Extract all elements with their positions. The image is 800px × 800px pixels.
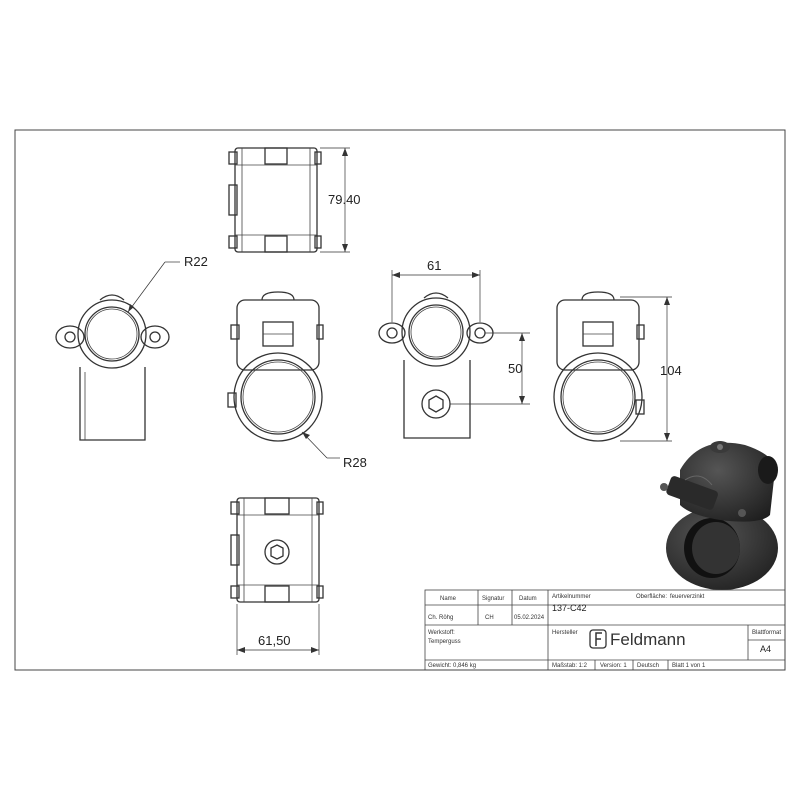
back-view: 61 50 xyxy=(378,258,530,439)
tb-weight: Gewicht: 0,846 kg xyxy=(428,663,476,669)
tb-manufacturer-label: Hersteller xyxy=(552,630,578,636)
tb-surface-value: feuerverzinkt xyxy=(670,594,705,600)
tb-article-label: Artikelnummer xyxy=(552,594,591,600)
left-side-view: R22 xyxy=(55,254,208,441)
dim-height-top: 79.40 xyxy=(328,192,361,207)
dim-radius-large: R28 xyxy=(343,455,367,470)
bottom-view: 61,50 xyxy=(230,497,324,655)
dim-offset: 50 xyxy=(508,361,522,376)
tb-date-header: Datum xyxy=(519,596,537,602)
drawing-frame xyxy=(14,129,786,671)
tb-language: Deutsch xyxy=(637,663,659,669)
feldmann-logo: Feldmann xyxy=(589,629,686,649)
isometric-render xyxy=(660,441,778,590)
tb-sheet-format: A4 xyxy=(760,644,771,654)
tb-sheet: Blatt 1 von 1 xyxy=(672,663,706,669)
tb-sheet-format-label: Blattformat xyxy=(752,630,781,636)
title-block: Name Signatur Datum Ch. Röhg CH 05.02.20… xyxy=(424,589,786,671)
front-view: R28 xyxy=(227,291,367,470)
tb-scale: Maßstab: 1:2 xyxy=(552,663,588,669)
dim-width-bottom: 61,50 xyxy=(258,633,291,648)
dim-height-total: 104 xyxy=(660,363,682,378)
top-view: 79.40 xyxy=(228,147,361,253)
dim-radius-small: R22 xyxy=(184,254,208,269)
tb-signature-header: Signatur xyxy=(482,596,504,602)
right-side-view: 104 xyxy=(553,291,682,442)
tb-drawn-by: Ch. Röhg xyxy=(428,615,453,621)
tb-date: 05.02.2024 xyxy=(514,615,545,621)
dim-width-top: 61 xyxy=(427,258,441,273)
tb-signature: CH xyxy=(485,615,494,621)
tb-name-header: Name xyxy=(440,596,457,602)
tb-version: Version: 1 xyxy=(600,663,627,669)
tb-article-number: 137-C42 xyxy=(552,603,587,613)
tb-surface-label: Oberfläche: xyxy=(636,594,667,600)
company-name: Feldmann xyxy=(610,630,686,649)
tb-material-value: Temperguss xyxy=(428,639,461,645)
tb-material-label: Werkstoff: xyxy=(428,630,455,636)
